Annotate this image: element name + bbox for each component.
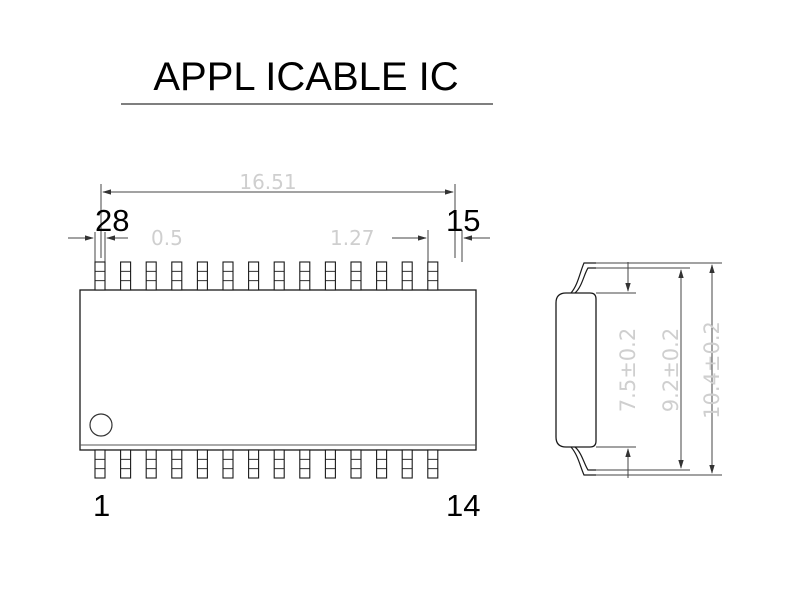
pin1-indicator xyxy=(89,413,113,437)
top-pin xyxy=(248,261,260,291)
pin-label-14: 14 xyxy=(446,488,480,523)
top-pin xyxy=(171,261,183,291)
overall-length-label: 16.51 xyxy=(239,170,296,194)
top-pin xyxy=(299,261,311,291)
bottom-pin xyxy=(427,449,439,479)
top-pin xyxy=(222,261,234,291)
body-width-dimension: 7.5±0.2 xyxy=(596,262,640,478)
pin-label-28: 28 xyxy=(95,203,129,238)
body-width-label: 7.5±0.2 xyxy=(616,328,640,412)
lead-span-dimension: 9.2±0.2 xyxy=(596,267,690,471)
top-pin xyxy=(324,261,336,291)
top-pin xyxy=(94,261,106,291)
lead-width-dimension: 0.5 xyxy=(68,226,183,262)
ic-body xyxy=(79,289,477,451)
lead-pitch-dimension: 1.27 xyxy=(330,226,490,262)
total-width-dimension: 10.4±0.2 xyxy=(596,262,724,476)
top-pin xyxy=(427,261,439,291)
top-pin xyxy=(145,261,157,291)
bottom-pin-row xyxy=(94,449,439,479)
lead-width-label: 0.5 xyxy=(151,226,183,250)
top-pin xyxy=(120,261,132,291)
side-view xyxy=(555,262,597,476)
side-view-top-lead xyxy=(570,262,596,294)
lead-span-label: 9.2±0.2 xyxy=(659,328,683,412)
bottom-pin xyxy=(120,449,132,479)
top-pin xyxy=(273,261,285,291)
top-pin xyxy=(196,261,208,291)
bottom-pin xyxy=(196,449,208,479)
drawing-title: APPL ICABLE IC xyxy=(153,55,458,99)
pin-label-15: 15 xyxy=(446,203,480,238)
top-pin xyxy=(401,261,413,291)
bottom-pin xyxy=(94,449,106,479)
bottom-pin xyxy=(350,449,362,479)
bottom-pin xyxy=(273,449,285,479)
lead-pitch-label: 1.27 xyxy=(330,226,375,250)
bottom-pin xyxy=(248,449,260,479)
bottom-pin xyxy=(171,449,183,479)
side-view-bottom-lead xyxy=(570,446,596,476)
side-view-body xyxy=(555,292,597,448)
pin-label-1: 1 xyxy=(93,488,110,523)
total-width-label: 10.4±0.2 xyxy=(700,321,724,419)
bottom-pin xyxy=(222,449,234,479)
overall-length-dimension: 16.51 xyxy=(100,170,456,258)
top-pin-row xyxy=(94,261,439,291)
top-pin xyxy=(376,261,388,291)
bottom-pin xyxy=(376,449,388,479)
bottom-pin xyxy=(324,449,336,479)
top-pin xyxy=(350,261,362,291)
bottom-pin xyxy=(299,449,311,479)
bottom-pin xyxy=(145,449,157,479)
bottom-pin xyxy=(401,449,413,479)
